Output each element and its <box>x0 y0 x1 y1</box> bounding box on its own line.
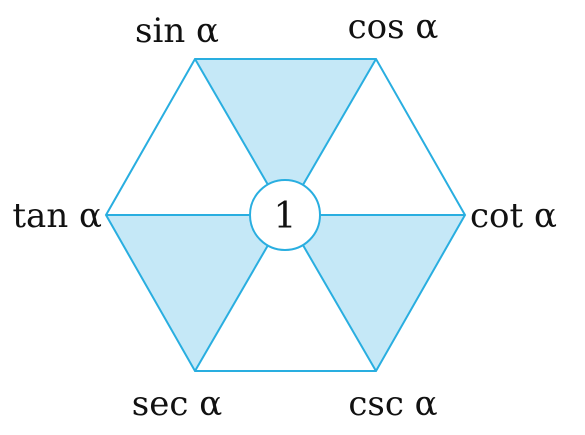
shaded-triangle-lower-right <box>285 215 465 371</box>
shaded-triangle-lower-left <box>106 215 285 371</box>
shaded-triangle-top <box>195 59 376 215</box>
label-cot: cot α <box>470 196 557 236</box>
label-sin: sin α <box>135 11 219 51</box>
label-tan: tan α <box>12 196 102 236</box>
center-label: 1 <box>274 196 297 237</box>
center-circle <box>249 179 321 251</box>
label-cos: cos α <box>348 7 439 47</box>
label-csc: csc α <box>348 384 437 424</box>
label-sec: sec α <box>132 384 222 424</box>
